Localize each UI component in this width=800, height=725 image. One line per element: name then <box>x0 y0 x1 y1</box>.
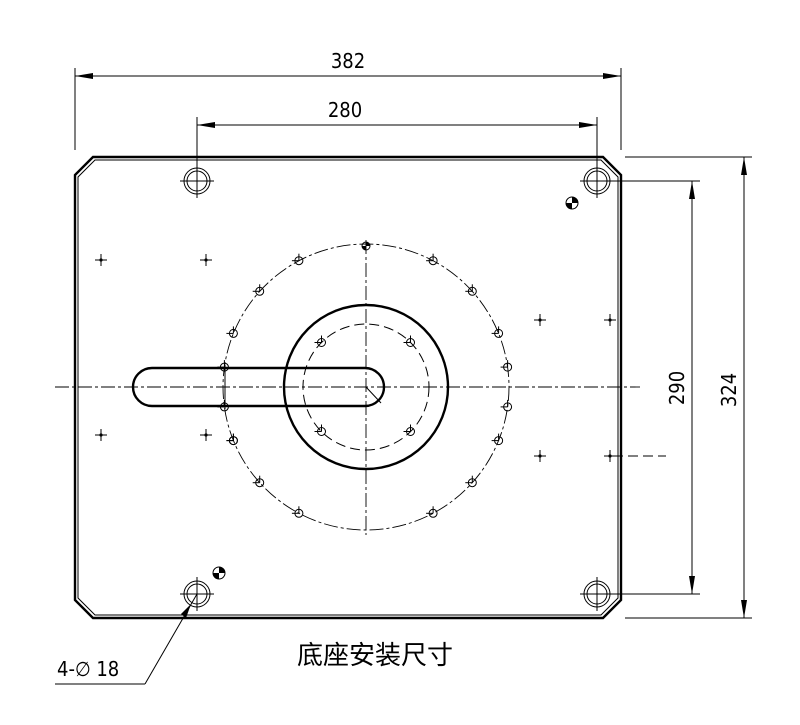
hole-callout-label: 4-∅ 18 <box>57 657 119 681</box>
slot-outline <box>131 366 386 408</box>
cross-mark <box>534 450 546 462</box>
small-hole <box>226 326 238 338</box>
small-hole <box>465 475 477 488</box>
cross-mark <box>200 254 212 266</box>
dimension-hole-spacing-height: 290 <box>613 180 700 595</box>
small-hole <box>314 335 326 347</box>
dimension-label-382: 382 <box>331 49 365 73</box>
hole-callout-leader: 4-∅ 18 <box>55 593 198 685</box>
drawing-caption: 底座安装尺寸 <box>297 641 453 671</box>
cross-mark <box>534 314 546 326</box>
small-hole <box>291 506 304 518</box>
dimension-label-290: 290 <box>665 371 689 405</box>
locating-pin-symbol <box>565 196 579 210</box>
small-hole <box>491 326 504 338</box>
small-hole <box>403 335 415 347</box>
small-hole <box>426 506 438 518</box>
central-boss-circle <box>282 303 450 471</box>
small-hole <box>491 433 504 446</box>
mounting-hole <box>180 164 214 198</box>
cross-marks <box>95 254 616 462</box>
locating-pin-symbol <box>361 241 371 251</box>
base-plate-inner-edge <box>77 159 619 616</box>
small-hole <box>291 253 304 266</box>
mounting-hole <box>580 164 614 198</box>
small-hole <box>465 284 477 296</box>
dimension-overall-height: 324 <box>625 156 752 619</box>
cross-mark <box>95 429 107 441</box>
small-hole <box>403 424 415 436</box>
inner-bolt-circle <box>302 323 430 451</box>
dimension-overall-width: 382 <box>74 49 622 150</box>
small-hole <box>217 399 229 412</box>
dimension-label-280: 280 <box>328 98 362 122</box>
small-hole <box>500 399 513 412</box>
small-hole <box>500 360 513 372</box>
small-hole <box>252 475 265 488</box>
small-hole <box>226 433 238 446</box>
locating-pin-symbol <box>212 566 226 580</box>
cross-mark <box>200 429 212 441</box>
small-hole <box>252 284 265 296</box>
outer-circle-holes <box>217 253 513 518</box>
small-hole <box>314 424 326 436</box>
small-hole <box>426 253 438 266</box>
cross-mark <box>95 254 107 266</box>
cross-mark <box>604 314 616 326</box>
small-hole <box>217 360 229 372</box>
corner-mounting-holes <box>180 164 614 611</box>
dimension-hole-spacing-width: 280 <box>196 98 598 165</box>
inner-circle-holes <box>314 335 415 436</box>
dimension-label-324: 324 <box>717 373 741 407</box>
mounting-hole <box>580 577 614 611</box>
base-plate-outline <box>73 155 623 620</box>
small-hole <box>226 433 238 446</box>
